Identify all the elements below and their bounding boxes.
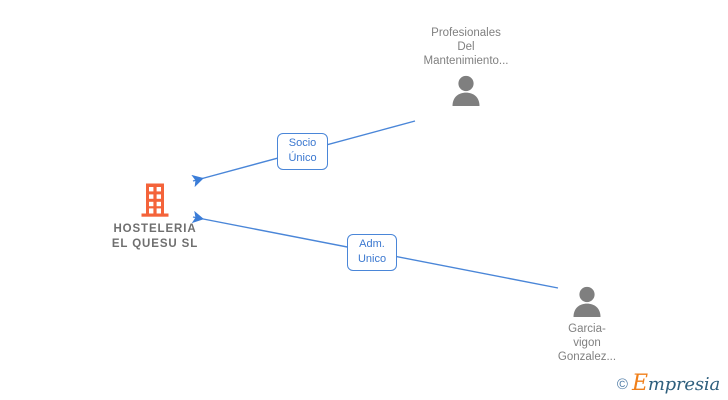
node-partner[interactable]: Profesionales Del Mantenimiento... (404, 26, 528, 106)
person-icon (573, 286, 601, 317)
node-admin-label: Garcia- vigon Gonzalez... (557, 323, 617, 363)
edge-label-adm-unico[interactable]: Adm. Unico (347, 234, 397, 271)
node-admin[interactable]: Garcia- vigon Gonzalez... (532, 285, 642, 364)
empresia-logo-initial: E (631, 371, 648, 396)
empresia-watermark: © Empresia (617, 373, 720, 395)
node-company-label: HOSTELERIA EL QUESU SL (111, 223, 199, 250)
node-partner-label: Profesionales Del Mantenimiento... (423, 27, 509, 67)
empresia-logo-rest: mpresia (647, 374, 720, 395)
person-icon (452, 75, 480, 106)
empresia-logo: Empresia (632, 373, 720, 395)
edge-label-socio-unico[interactable]: Socio Único (277, 133, 328, 170)
copyright-icon: © (616, 375, 628, 393)
building-icon (141, 183, 169, 217)
node-company[interactable]: HOSTELERIA EL QUESU SL (95, 183, 215, 252)
